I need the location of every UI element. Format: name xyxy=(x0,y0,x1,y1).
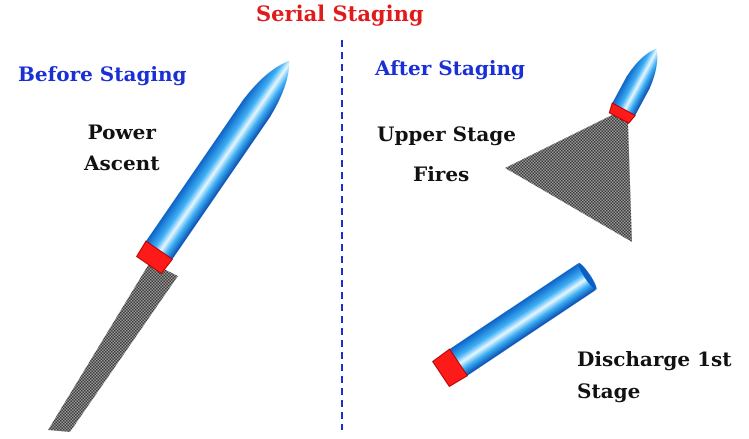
discharge-line1: Discharge 1st xyxy=(577,347,732,371)
upper-stage-fires-caption: Upper Stage Fires xyxy=(377,114,516,194)
rocket-full xyxy=(135,60,290,275)
page-title: Serial Staging xyxy=(256,1,424,26)
discharge-first-stage-caption: Discharge 1st Stage xyxy=(577,343,732,407)
upper-stage-line2: Fires xyxy=(413,162,470,186)
rocket-first-stage-discarded xyxy=(431,262,597,388)
upper-stage-line1: Upper Stage xyxy=(377,122,516,146)
before-staging-heading: Before Staging xyxy=(18,62,187,86)
discharge-line2: Stage xyxy=(577,379,641,403)
exhaust-cone-upper xyxy=(505,112,632,242)
power-ascent-line2: Ascent xyxy=(84,151,160,175)
exhaust-plume-before xyxy=(48,262,178,432)
power-ascent-caption: Power Ascent xyxy=(84,117,159,179)
rocket-upper-stage xyxy=(608,48,658,124)
after-staging-heading: After Staging xyxy=(375,56,525,80)
power-ascent-line1: Power xyxy=(87,120,156,144)
